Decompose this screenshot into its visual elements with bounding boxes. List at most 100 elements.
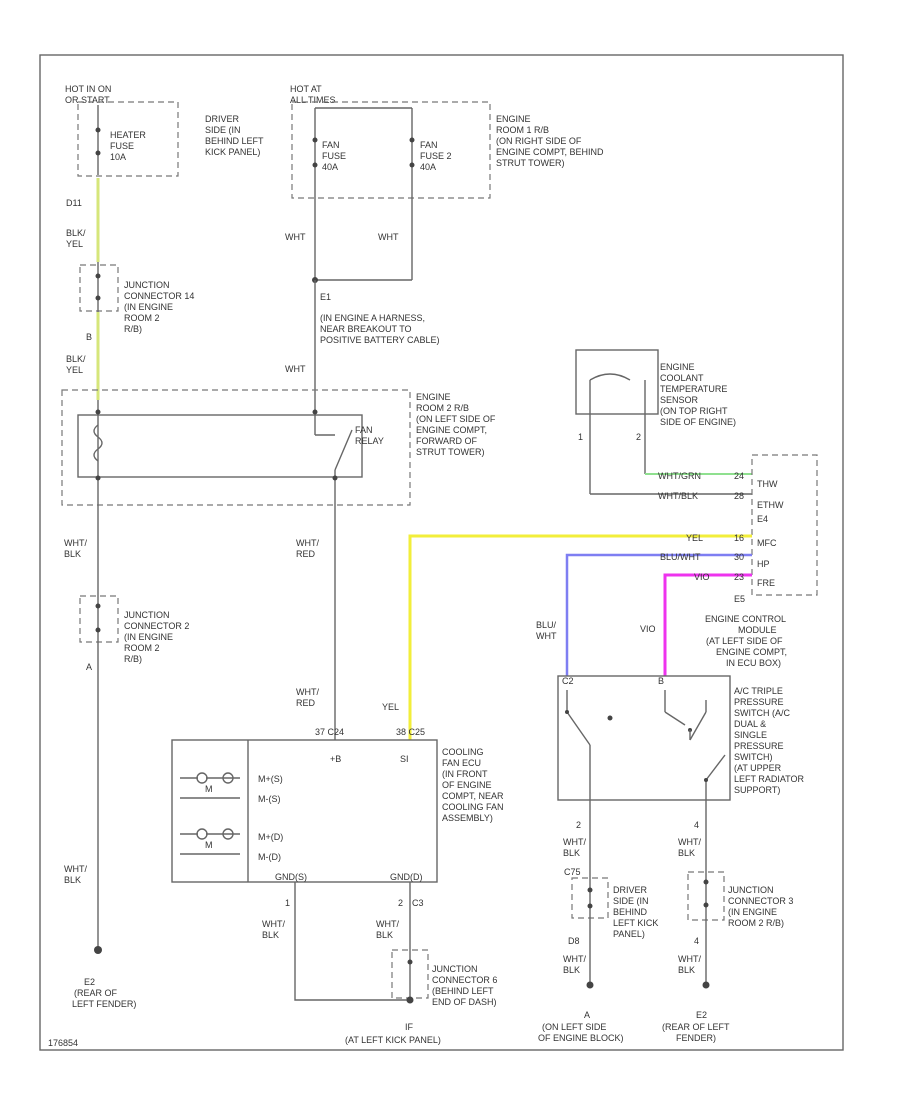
wht-blk-5b: BLK: [563, 848, 580, 858]
diagram-frame: [39, 54, 844, 1051]
wht-red-1b: RED: [296, 549, 316, 559]
e1-label-1: E1: [320, 292, 331, 302]
fan-fuse-2-label-2: FUSE 2: [420, 151, 452, 161]
cooling-fan-ecu-box: [171, 739, 438, 883]
heater-fuse-label-2: FUSE: [110, 141, 134, 151]
ground-if-dot: [406, 996, 414, 1004]
pin-4-label: 4: [694, 820, 699, 830]
fan-ecu-si: SI: [400, 754, 409, 764]
pin-2-label: 2: [576, 820, 581, 830]
wht-grn-label: WHT/GRN: [658, 471, 701, 481]
ecm-box: [751, 454, 818, 596]
engine-room-2-label-6: STRUT TOWER): [416, 447, 485, 457]
wht-blk-8b: BLK: [678, 965, 695, 975]
e1-label-2: (IN ENGINE A HARNESS,: [320, 313, 425, 323]
wht-red-1a: WHT/: [296, 538, 319, 548]
ecm-pin-e4: E4: [757, 514, 768, 524]
ecu-pin-c3: C3: [412, 898, 424, 908]
fan-ecu-label-7: ASSEMBLY): [442, 813, 493, 823]
wht-blk-4b: BLK: [376, 930, 393, 940]
wht-label-b: WHT: [378, 232, 399, 242]
heater-fuse-label-3: 10A: [110, 152, 126, 162]
c75-label: C75: [564, 867, 581, 877]
wht-blk-6a: WHT/: [678, 837, 701, 847]
ecu-pin-2: 2: [398, 898, 403, 908]
fan-ecu-label-1: COOLING: [442, 747, 484, 757]
pin-4b-label: 4: [694, 936, 699, 946]
wire-b-label: B: [86, 332, 92, 342]
blk-yel-label-1a: BLK/: [66, 228, 86, 238]
ecm-pin-16: 16: [734, 533, 744, 543]
ground-if-1: IF: [405, 1022, 414, 1032]
blu-wht-label-a: BLU/: [536, 620, 557, 630]
pressure-label-10: SUPPORT): [734, 785, 780, 795]
driver-kick-label-3: BEHIND: [613, 907, 648, 917]
junction-14-label-2: CONNECTOR 14: [124, 291, 194, 301]
sensor-label-4: SENSOR: [660, 395, 699, 405]
junction-2-label-5: R/B): [124, 654, 142, 664]
ground-if-2: (AT LEFT KICK PANEL): [345, 1035, 441, 1045]
pressure-label-2: PRESSURE: [734, 697, 784, 707]
wht-blk-5a: WHT/: [563, 837, 586, 847]
wht-blk-sensor-label: WHT/BLK: [658, 491, 698, 501]
wht-blk-6b: BLK: [678, 848, 695, 858]
fan-ecu-plus-b: +B: [330, 754, 341, 764]
sensor-pin-2: 2: [636, 432, 641, 442]
pressure-label-4: DUAL &: [734, 719, 766, 729]
wht-blk-8a: WHT/: [678, 954, 701, 964]
ecm-pin-e5: E5: [734, 594, 745, 604]
engine-room-2-label-3: (ON LEFT SIDE OF: [416, 414, 496, 424]
fan-ecu-gnd-1: GND(S): [275, 872, 307, 882]
driver-panel-label-2: SIDE (IN: [205, 125, 241, 135]
wht-red-2b: RED: [296, 698, 316, 708]
heater-fuse-label-1: HEATER: [110, 130, 146, 140]
junction-3-label-3: (IN ENGINE: [728, 907, 777, 917]
engine-room-2-label-1: ENGINE: [416, 392, 451, 402]
fan-fuse-1-label-3: 40A: [322, 162, 338, 172]
d8-label: D8: [568, 936, 580, 946]
hot-all-label-1: HOT AT: [290, 84, 322, 94]
ecm-label-3: (AT LEFT SIDE OF: [706, 636, 783, 646]
ecm-pin-hp: HP: [757, 559, 770, 569]
engine-room-2-label-2: ROOM 2 R/B: [416, 403, 469, 413]
fan-ecu-m-plus-2: M+(D): [258, 832, 283, 842]
junction-14-label-1: JUNCTION: [124, 280, 170, 290]
fan-ecu-label-6: COOLING FAN: [442, 802, 504, 812]
ecm-pin-mfc: MFC: [757, 538, 777, 548]
ecm-pin-28: 28: [734, 491, 744, 501]
junction-14-label-5: R/B): [124, 324, 142, 334]
pressure-label-3: SWITCH (A/C: [734, 708, 790, 718]
ground-e2-left-1: E2: [84, 977, 95, 987]
vio-wire: [663, 573, 752, 676]
ground-a-3: OF ENGINE BLOCK): [538, 1033, 624, 1043]
driver-kick-label-4: LEFT KICK: [613, 918, 658, 928]
junction-6-label-2: CONNECTOR 6: [432, 975, 497, 985]
ecu-pin-1: 1: [285, 898, 290, 908]
junction-2-box: [79, 595, 119, 643]
motor-2-label: M: [205, 840, 213, 850]
ecm-pin-23: 23: [734, 572, 744, 582]
hot-run-label-2: OR START: [65, 95, 110, 105]
fan-ecu-label-5: COMPT, NEAR: [442, 791, 504, 801]
pressure-pin-b: B: [658, 676, 664, 686]
pressure-label-9: LEFT RADIATOR: [734, 774, 805, 784]
junction-3-label-1: JUNCTION: [728, 885, 774, 895]
coolant-sensor-box: [575, 349, 659, 415]
ground-e2-left-2: (REAR OF: [74, 988, 118, 998]
wht-blk-1a: WHT/: [64, 538, 87, 548]
fan-ecu-label-3: (IN FRONT: [442, 769, 488, 779]
footer-code: 176854: [48, 1038, 78, 1048]
engine-room-1-label-4: ENGINE COMPT, BEHIND: [496, 147, 604, 157]
pressure-label-8: (AT UPPER: [734, 763, 782, 773]
engine-room-1-box: [291, 101, 491, 199]
junction-14-label-3: (IN ENGINE: [124, 302, 173, 312]
wht-blk-2a: WHT/: [64, 864, 87, 874]
ground-a-dot: [586, 981, 594, 989]
ecm-pin-30: 30: [734, 552, 744, 562]
junction-2-label-4: ROOM 2: [124, 643, 160, 653]
junction-3-label-2: CONNECTOR 3: [728, 896, 793, 906]
ecm-label-2: MODULE: [738, 625, 777, 635]
ecm-label-4: ENGINE COMPT,: [716, 647, 787, 657]
ground-a-1: A: [584, 1010, 590, 1020]
blu-wht-e-label: BLU/WHT: [660, 552, 701, 562]
